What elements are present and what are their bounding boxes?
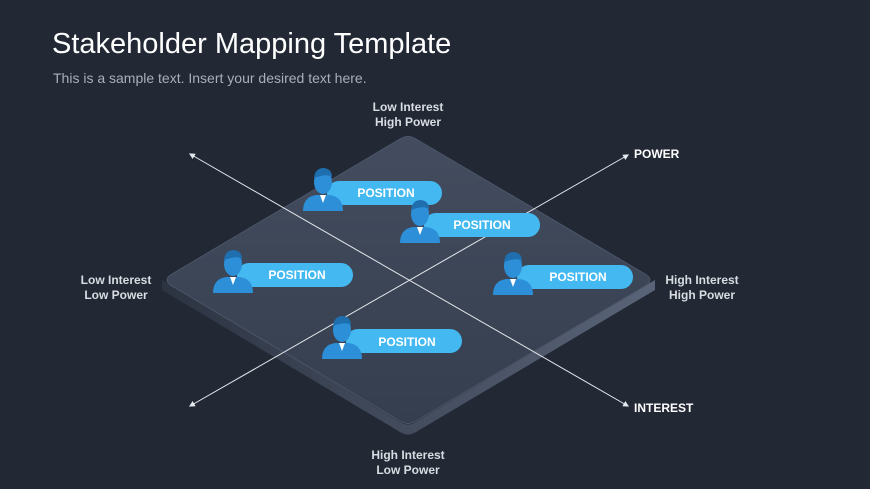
position-pill: [327, 181, 442, 205]
quadrant-label-bottom: High Interest Low Power: [371, 448, 445, 477]
stakeholder-card[interactable]: POSITION: [493, 252, 633, 295]
position-label: POSITION: [549, 270, 606, 284]
stakeholder-card[interactable]: POSITION: [303, 168, 442, 211]
quadrant-label-top: Low Interest High Power: [372, 100, 444, 129]
person-icon: [322, 316, 362, 359]
stakeholder-card[interactable]: POSITION: [400, 200, 540, 243]
position-pill: [346, 329, 462, 353]
position-label: POSITION: [357, 186, 414, 200]
page-title: Stakeholder Mapping Template: [52, 28, 452, 60]
person-icon: [400, 200, 440, 243]
position-label: POSITION: [453, 218, 510, 232]
axis-label-power: POWER: [634, 147, 680, 161]
person-icon: [213, 250, 253, 293]
position-pill: [517, 265, 633, 289]
position-label: POSITION: [378, 335, 435, 349]
interest-axis: [188, 153, 630, 407]
axis-label-interest: INTEREST: [634, 401, 694, 415]
quadrant-label-left: Low Interest Low Power: [80, 273, 152, 302]
person-icon: [493, 252, 533, 295]
person-icon: [303, 168, 343, 211]
position-pill: [424, 213, 540, 237]
page-subtitle: This is a sample text. Insert your desir…: [53, 70, 367, 86]
position-pill: [237, 263, 353, 287]
quadrant-label-right: High Interest High Power: [665, 273, 739, 302]
stakeholder-card[interactable]: POSITION: [213, 250, 353, 293]
stakeholder-card[interactable]: POSITION: [322, 316, 462, 359]
position-label: POSITION: [268, 268, 325, 282]
